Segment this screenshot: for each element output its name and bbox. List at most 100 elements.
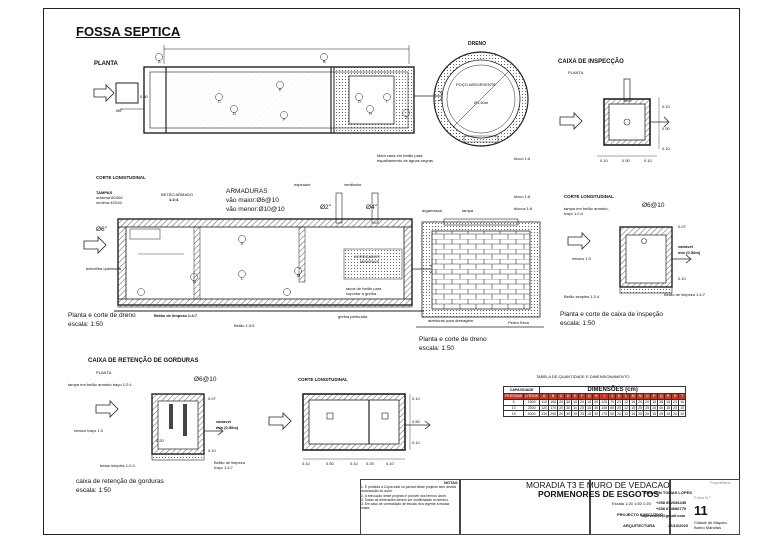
corte-betao-limpeza: Betão de limpeza 1:4:7: [154, 313, 198, 318]
notes-list: 1. É proibida a Cópia total ou parcial d…: [361, 485, 457, 511]
gorduras-betao-simples: betao simples 1:2:4: [100, 463, 135, 468]
caixa-corte-betao-simples: Betão simples 1:2:4: [564, 294, 600, 299]
gorduras-reboco: reboco traço 1:3: [74, 428, 103, 433]
marker-k: K: [241, 241, 244, 246]
sheet-title: FOSSA SEPTICA: [76, 24, 181, 39]
corte-betao-135: Betão 1:3:5: [234, 323, 255, 328]
marker-d: D: [233, 111, 236, 116]
marker-n: N: [193, 279, 196, 284]
project-cell: [460, 479, 590, 535]
table-cell: 45: [657, 410, 666, 418]
fase: PROJECTO EXECUTIVO: [617, 512, 664, 517]
gorduras-corte-dim-3: 0.10: [350, 461, 358, 466]
ci-dim-6: 0.10: [644, 158, 652, 163]
dreno-corte-aberturas: aberturas para drenagem: [428, 318, 474, 323]
dreno-corte-tampa: tampa: [462, 208, 474, 213]
gorduras-caption-scale: escala: 1:50: [76, 487, 112, 494]
gorduras-sub: PLANTA: [96, 370, 112, 375]
corte-grelha: grelha perfurada: [338, 314, 368, 319]
planta-diameter: Ø6": [116, 108, 123, 113]
ci-dim-3: 0.10: [662, 146, 670, 151]
drawing-sheet: FOSSA SEPTICA PLANTA Ø6" 0.50 DRENO POÇO…: [43, 8, 740, 535]
caixa-corte-reboco: reboco 1:3: [572, 256, 591, 261]
dreno-diameter: Ø1.60m: [474, 100, 489, 105]
notes-cell: [360, 479, 460, 535]
table-cell: 175: [599, 410, 610, 418]
gorduras-corte-heading: CORTE LONGITUDINAL: [298, 377, 348, 382]
gorduras-variavel-2: min (0.50m): [216, 425, 239, 430]
gorduras-armadura: Ø6@10: [194, 376, 217, 383]
dreno-heading: DRENO: [468, 41, 487, 47]
ci-dim-1: 0.10: [662, 104, 670, 109]
proprietario-label: Proprietário: [710, 480, 731, 485]
cidade: Cidade de Maputo: [694, 520, 727, 525]
gorduras-plan: [268, 393, 431, 460]
table-cell: 25: [636, 410, 645, 418]
gorduras-corte-dim-2: 0.50: [326, 461, 334, 466]
table-cell: 15: [664, 410, 673, 418]
folha-number: 11: [694, 503, 708, 518]
sheet-subtitle: PORMENORES DE ESGOTOS: [538, 489, 660, 499]
marker-e: E: [279, 87, 282, 92]
tel-2: +258 874086770: [656, 506, 687, 511]
corte-armaduras: ARMADURAS: [226, 188, 268, 195]
marker-a: A: [158, 59, 161, 64]
caixa-corte-tampa: tampa em betão armado,: [564, 206, 609, 211]
quantidade-heading: TABELA DE QUANTIDADE E DIMENSIONAMENTO: [536, 374, 630, 379]
capacidade-header: CAPACIDADE: [502, 386, 541, 394]
corte-espirador: espirador: [294, 182, 311, 187]
corte-vao-maior: vão maior:Ø6@10: [226, 197, 279, 204]
table-cell: 10: [571, 410, 580, 418]
corte-vao-menor: vão menor:Ø10@10: [226, 206, 285, 213]
dreno-corte-caption: Planta e corte de dreno: [419, 336, 487, 343]
sheet-number-cell: [670, 479, 740, 535]
gorduras-d010: 0.10: [208, 448, 216, 453]
folha-label: Folha N.º: [694, 495, 711, 500]
dreno-meia-cana: Meia cana em betão para: [377, 153, 423, 158]
marker-c: C: [218, 99, 221, 104]
dreno-corte: [416, 218, 544, 328]
table-cell: 4000: [523, 410, 541, 418]
caixa-corte-caption: Planta e corte de caixa de inspeção: [560, 311, 663, 318]
corte-tampas-min: mínima 40X40: [96, 200, 122, 205]
notes-heading: NOTAS: [444, 480, 458, 485]
escala: Escala 1:20 1:50 1:25: [612, 501, 651, 506]
gorduras-corte-dim-4: 0.25: [366, 461, 374, 466]
caixa-corte-heading: CORTE LONGITUDINAL: [564, 194, 614, 199]
gorduras-variavel: variavel: [216, 419, 231, 424]
dreno-corte-argamassa: argamassa: [422, 208, 442, 213]
gorduras-d007: 0.07: [208, 396, 216, 401]
table-cell: 30: [564, 410, 573, 418]
table-cell: 15: [650, 410, 659, 418]
marker-i: I: [386, 99, 388, 104]
project-name: MORADIA T3 E MURO DE VEDACAO: [526, 480, 670, 490]
caixa-corte-variavel: variavel: [678, 244, 693, 249]
corte-tacos: tacos de betão para: [346, 286, 382, 291]
gorduras-d020: 0.20: [156, 438, 164, 443]
table-cell: 20: [615, 410, 624, 418]
caixa-corte-d010: 0.10: [678, 276, 686, 281]
table-cell: 12: [622, 410, 631, 418]
planta-fossa: [93, 45, 446, 134]
caixa-corte-d007: 0.07: [678, 224, 686, 229]
corte-fossa: [83, 192, 436, 312]
ci-dim-5: 0.50: [622, 158, 630, 163]
table-cell: 90: [608, 410, 617, 418]
drawing-linework: [83, 45, 692, 461]
gorduras-corte-vdim-3: 0.10: [412, 440, 420, 445]
marker-l: L: [241, 276, 244, 281]
caixa-corte: [567, 226, 692, 294]
caixa-corte-variavel-2: min (0.50m): [678, 250, 701, 255]
gorduras-corte-dim-1: 0.10: [302, 461, 310, 466]
note-item: 2. A execução deste projecto é punível n…: [361, 493, 447, 498]
gorduras-betao-limpeza: Betão de limpeza: [214, 460, 245, 465]
dreno-plan: [433, 51, 529, 147]
corte-tampas-max: máxima 60X60: [96, 195, 123, 200]
note-item: 4. Em caso de contradição de escala, fic…: [361, 502, 450, 511]
marker-g: G: [358, 99, 362, 104]
corte-betao-armado: BETÃO ARMADO: [161, 192, 194, 197]
bairro: Bairro Mahotas: [694, 525, 722, 530]
dreno-bloco: bloco 1:6: [514, 156, 531, 161]
table-cell: 25: [578, 410, 587, 418]
